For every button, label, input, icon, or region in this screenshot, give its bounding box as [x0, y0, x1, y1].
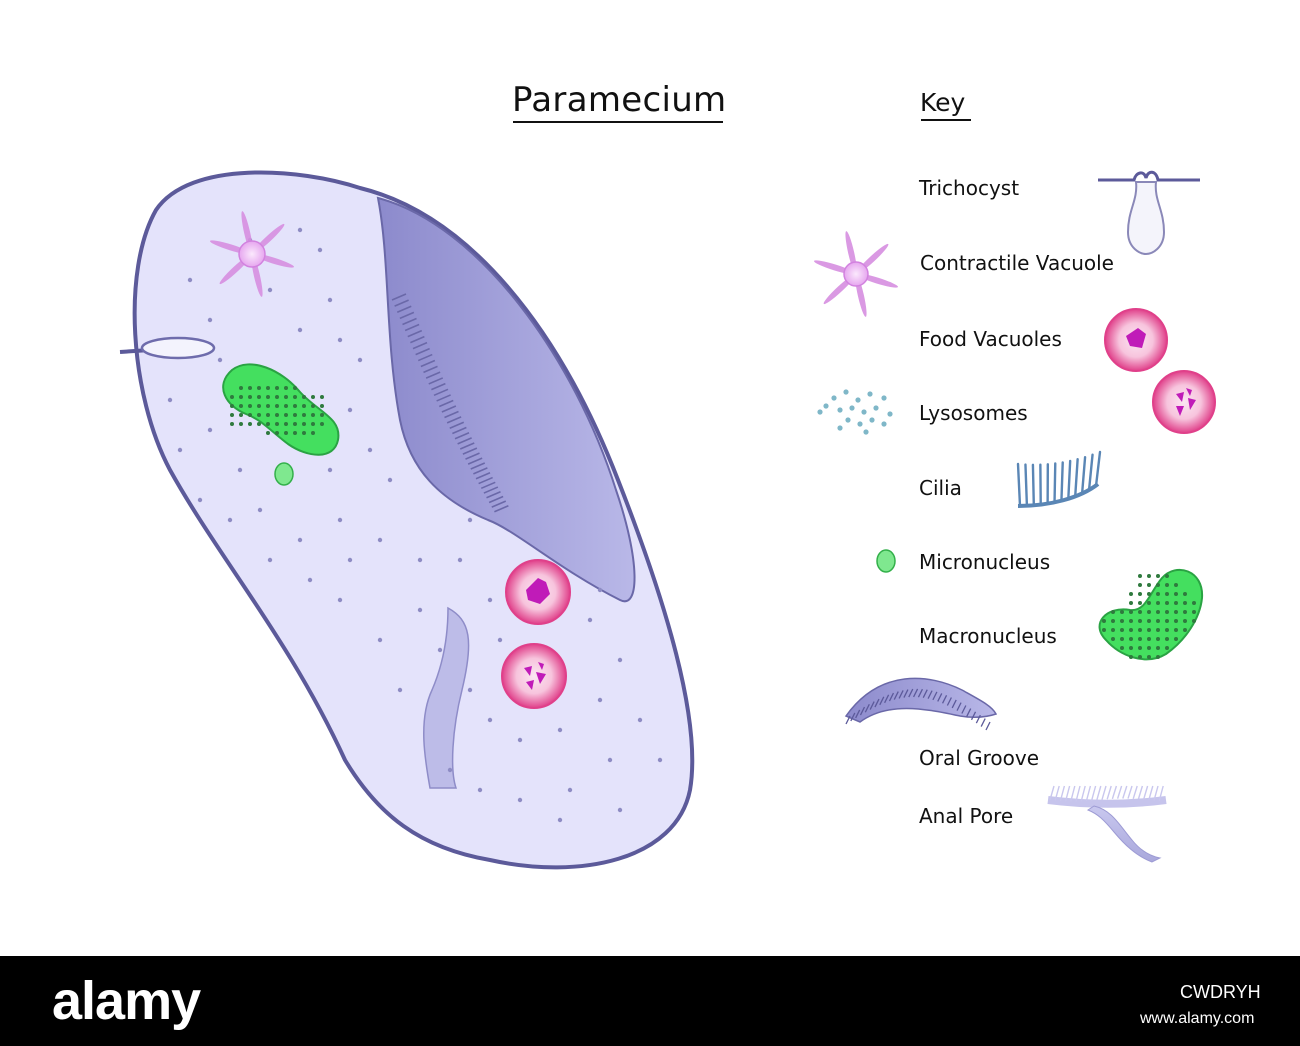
- oral-groove-cilia: [391, 293, 509, 513]
- contractile-vacuole-in-cell: [209, 211, 295, 297]
- watermark-footer-bar: [0, 956, 1300, 1046]
- diagram-title: Paramecium: [512, 80, 727, 120]
- macronucleus-in-cell: [222, 363, 340, 456]
- oral-groove-region: [376, 196, 636, 603]
- site-url: www.alamy.com: [1140, 1010, 1255, 1027]
- key-label-lysosomes: Lysosomes: [919, 401, 1028, 425]
- key-label-contractile-vacuole: Contractile Vacuole: [920, 251, 1114, 275]
- title-underline: [513, 121, 723, 123]
- micronucleus-in-cell: [274, 462, 294, 486]
- food-vacuole-icon-2: [1152, 370, 1216, 434]
- anal-pore-icon: [1047, 785, 1167, 863]
- key-label-micronucleus: Micronucleus: [919, 550, 1051, 574]
- key-label-anal-pore: Anal Pore: [919, 804, 1014, 828]
- paramecium-diagram: [119, 170, 1216, 870]
- key-label-cilia: Cilia: [919, 476, 962, 500]
- macronucleus-icon: [1098, 568, 1204, 661]
- brand-logo: alamy: [52, 971, 201, 1031]
- anal-pore-channel: [423, 606, 470, 789]
- food-vacuole-in-cell-2: [501, 643, 567, 709]
- key-label-food-vacuoles: Food Vacuoles: [919, 327, 1062, 351]
- key-label-oral-groove: Oral Groove: [919, 746, 1040, 770]
- key-label-trichocyst: Trichocyst: [919, 176, 1020, 200]
- food-vacuole-icon-1: [1104, 308, 1168, 372]
- trichocyst-icon: [1098, 170, 1200, 256]
- food-vacuole-in-cell-1: [505, 559, 571, 625]
- key-underline: [921, 119, 971, 121]
- diagram-canvas: Paramecium Key Trichocyst Contractile Va…: [119, 80, 1216, 870]
- cytoplasm-granules: [167, 227, 663, 823]
- key-heading: Key: [920, 88, 966, 117]
- key-label-macronucleus: Macronucleus: [919, 624, 1057, 648]
- cilia-icon: [1016, 450, 1102, 508]
- image-id: CWDRYH: [1180, 982, 1261, 1002]
- trichocyst-in-cell: [119, 336, 216, 360]
- lysosomes-icon: [817, 389, 893, 435]
- micronucleus-icon: [876, 549, 896, 573]
- contractile-vacuole-icon: [813, 231, 899, 317]
- oral-groove-icon: [844, 677, 998, 731]
